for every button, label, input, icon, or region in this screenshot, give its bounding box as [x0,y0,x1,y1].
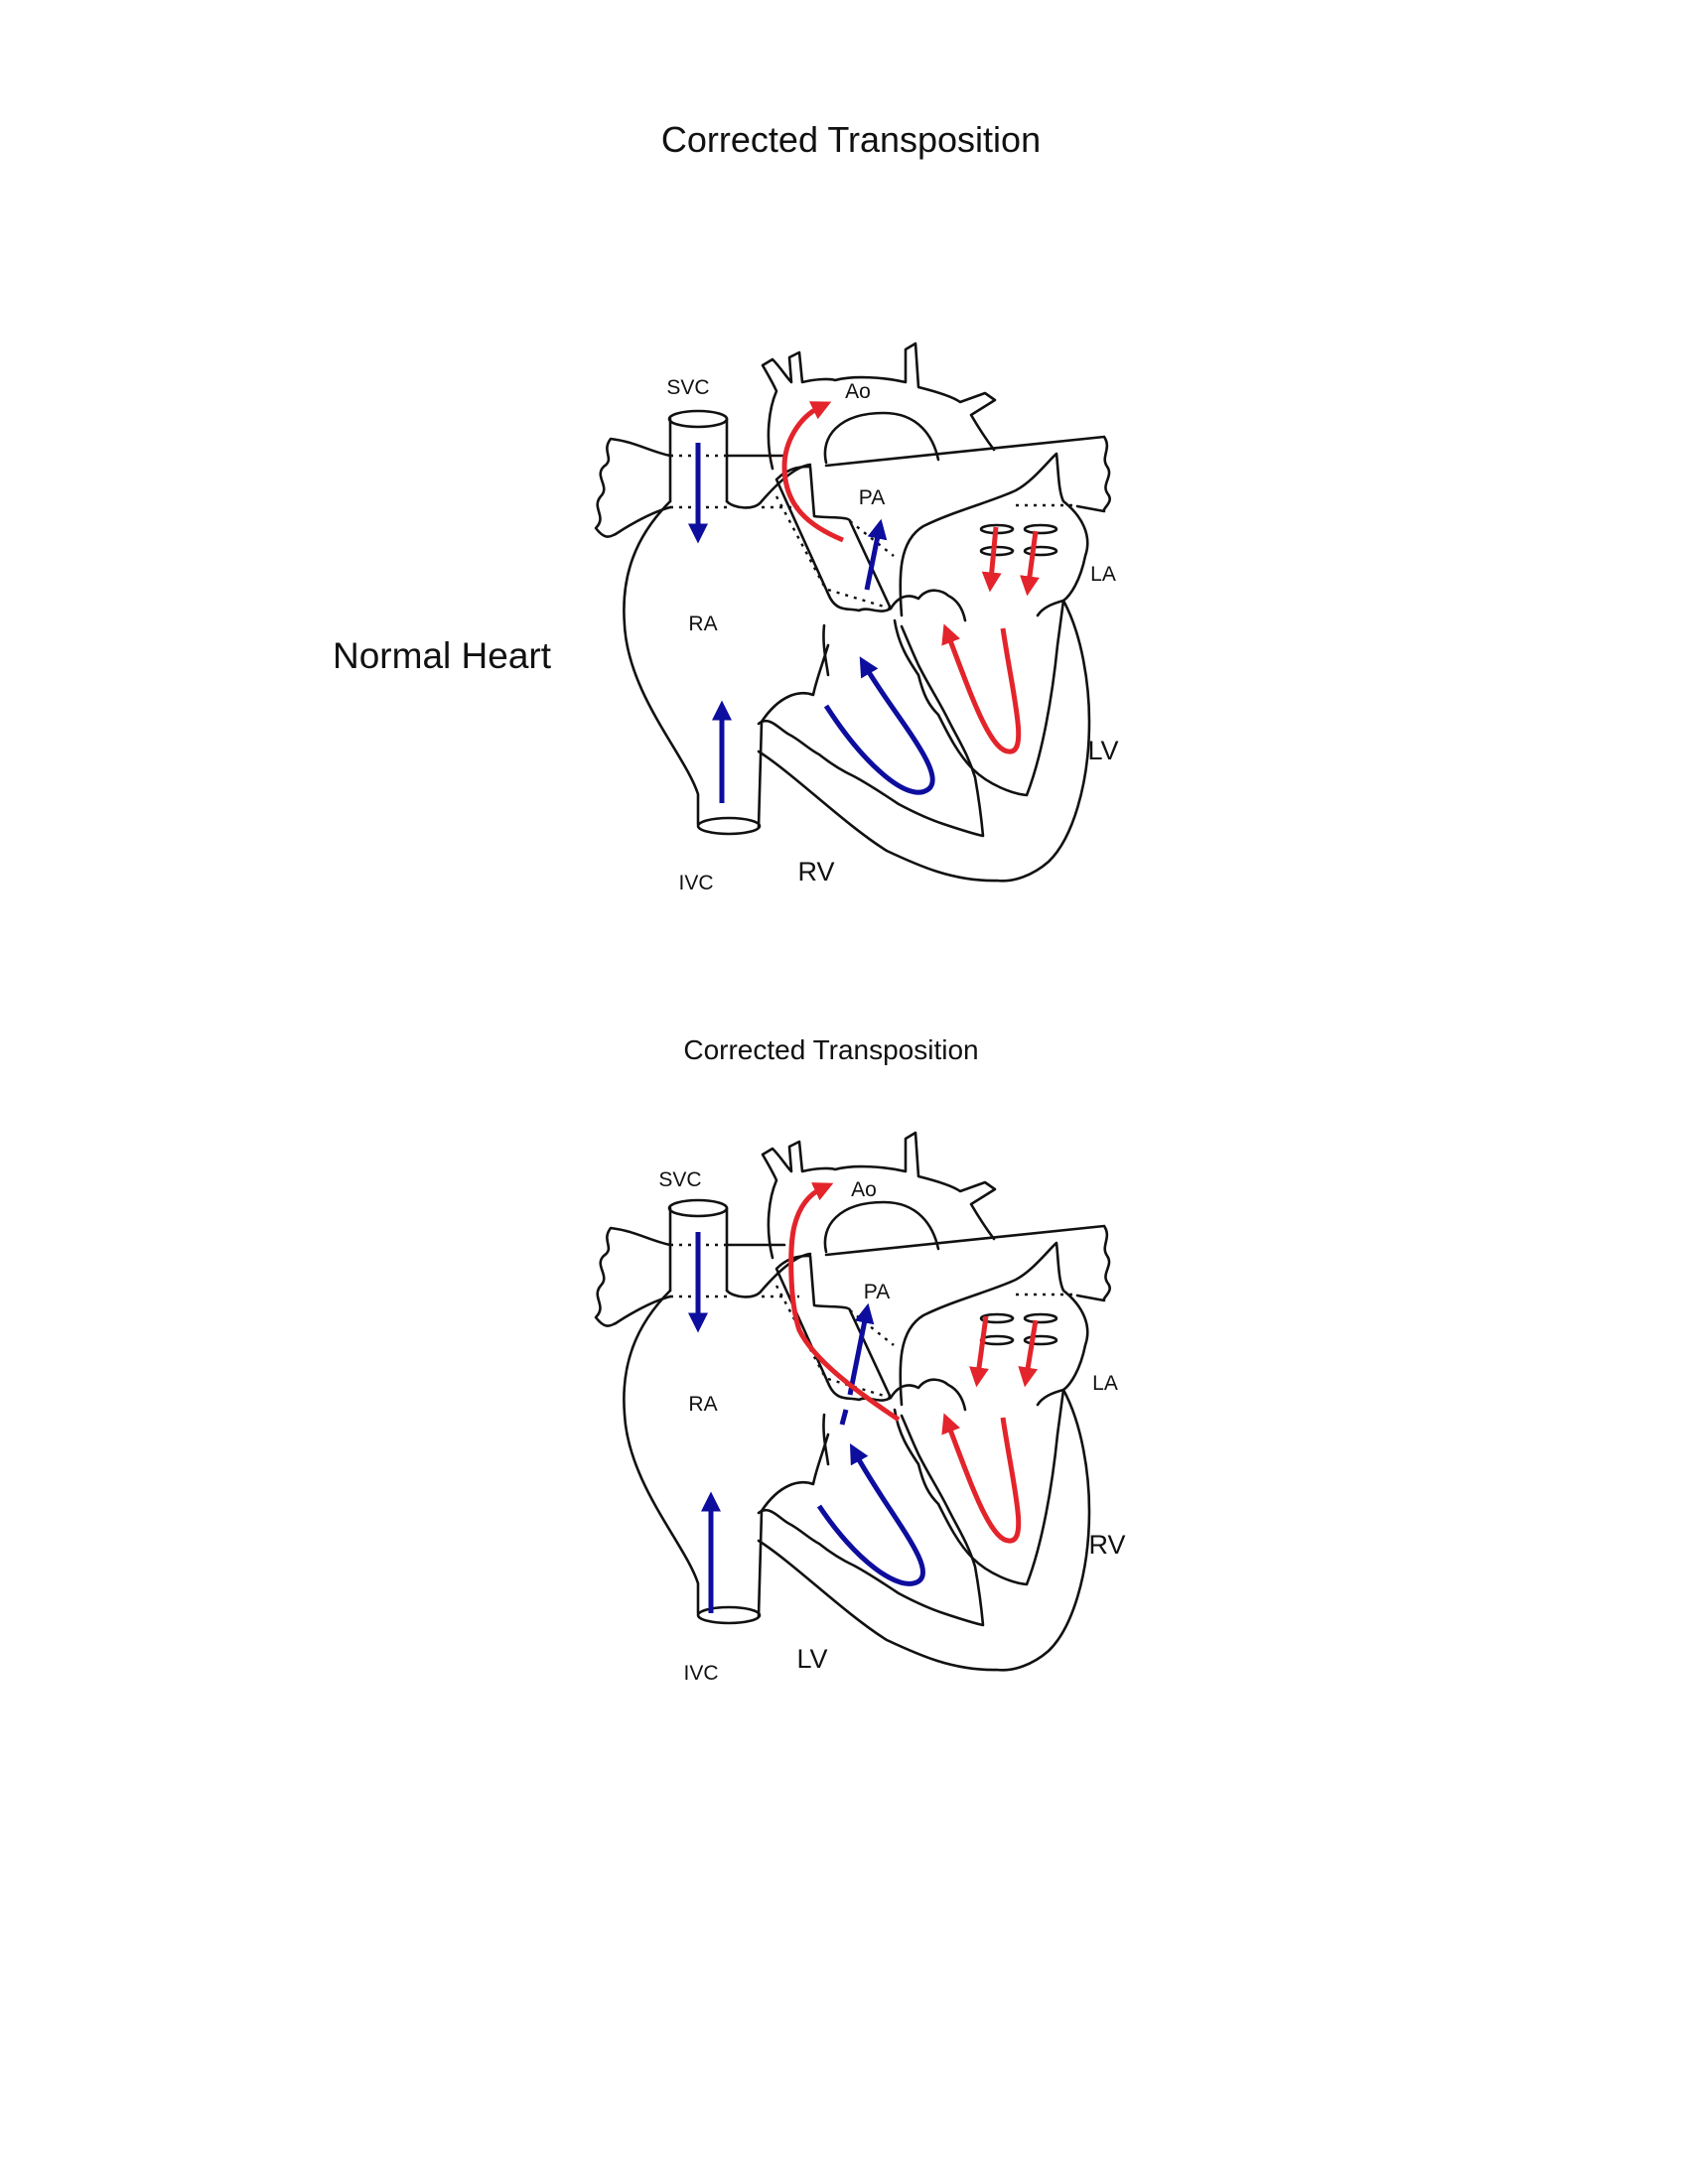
la-flow-arrow-1 [969,1315,989,1388]
label-lv: LV [796,1644,827,1674]
aorta-flow-arrow [781,401,844,543]
label-svc: SVC [666,376,709,399]
label-rv: RV [797,857,834,887]
label-ao: Ao [851,1178,877,1201]
label-ra: RA [688,1393,717,1416]
rv-flow-arrow [941,1413,1022,1544]
corrected-transposition-title: Corrected Transposition [683,1034,979,1065]
corrected-heart: SVC Ao PA LA RA RV LV IVC [594,1131,1126,1685]
normal-heart-outline [594,341,1111,883]
label-lv: LV [1087,736,1118,765]
lv-flow-arrow [941,623,1022,754]
la-flow-arrow-1 [981,526,1002,593]
label-svc: SVC [658,1168,701,1191]
label-pa: PA [859,486,885,509]
pa-flow-arrow [839,1315,866,1426]
lv-flow-arrow [816,1443,926,1586]
normal-heart-label: Normal Heart [333,635,551,676]
label-la: LA [1090,563,1116,586]
page-title: Corrected Transposition [660,119,1042,160]
label-ra: RA [688,613,717,635]
normal-heart: SVC Ao PA LA RA LV RV IVC [594,341,1119,894]
corrected-heart-outline [594,1131,1111,1672]
la-flow-arrow-2 [1018,1319,1039,1388]
pa-flow-arrow [864,518,888,591]
aorta-flow-arrow [788,1182,901,1423]
label-pa: PA [864,1281,890,1303]
label-ao: Ao [845,380,871,403]
label-ivc: IVC [678,872,713,894]
rv-flow-arrow [823,656,935,795]
label-ivc: IVC [683,1662,718,1685]
label-la: LA [1092,1372,1118,1395]
la-flow-arrow-2 [1020,530,1040,597]
label-rv: RV [1088,1530,1125,1560]
